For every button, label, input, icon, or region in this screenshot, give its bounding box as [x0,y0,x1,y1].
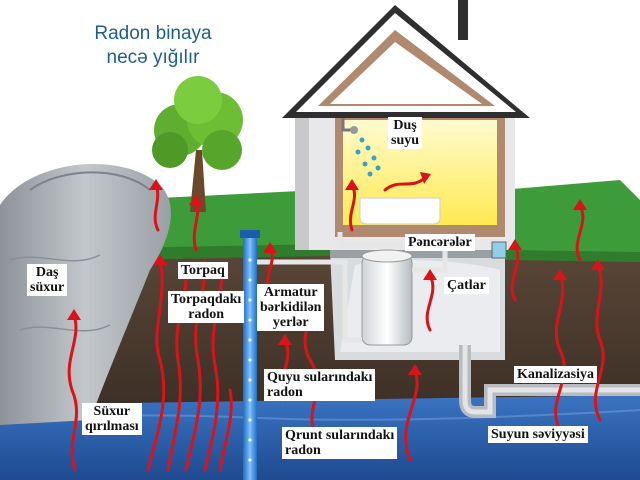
label-fixture-joints: Armatur bərkidilən yerlər [257,284,325,331]
chimney [458,0,468,40]
label-windows: Pəncərələr [405,234,475,251]
title-line-1: Radon binaya [94,23,212,44]
label-well-water-radon: Quyu sularındakı radon [264,369,376,401]
label-sewer: Kanalizasiya [514,366,598,383]
title-line-2: necə yığılır [106,47,200,68]
label-cracks: Çatlar [444,277,489,294]
label-shower-water: Duş suyu [388,117,423,149]
well-pipe [243,232,257,480]
label-soil-radon: Torpaqdakı radon [168,291,245,323]
label-rock-fracture: Süxur qırılması [82,403,142,435]
window [491,241,507,259]
tree [152,76,243,212]
diagram-title: Radon binaya necə yığılır [68,22,238,70]
water-tank [361,249,413,346]
bedrock [0,163,171,425]
label-groundwater-radon: Qrunt sularındakı radon [282,427,398,459]
label-soil: Torpaq [178,262,228,279]
bathtub [359,197,441,225]
label-water-level: Suyun səviyyəsi [488,426,588,443]
label-bedrock: Daş süxur [27,264,68,296]
